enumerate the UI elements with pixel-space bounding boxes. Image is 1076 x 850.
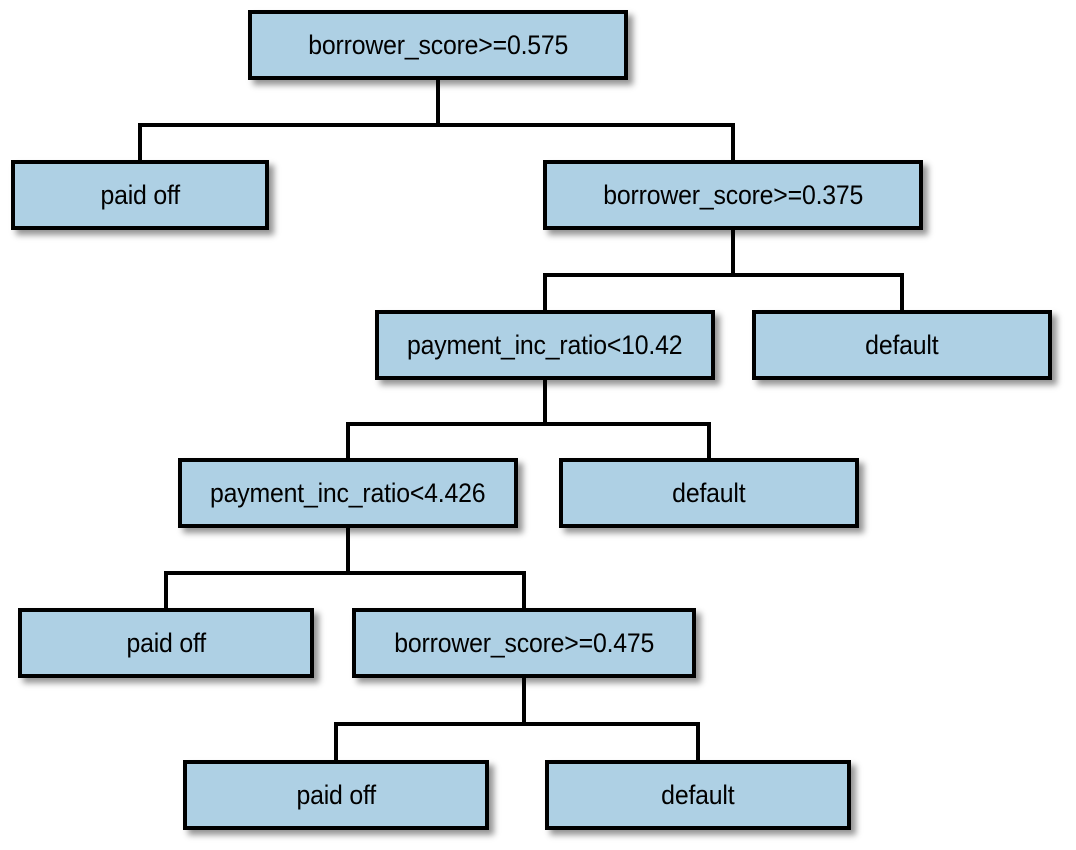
tree-node-split-n3[interactable]: payment_inc_ratio<10.42: [375, 310, 715, 380]
tree-node-label: paid off: [126, 627, 206, 658]
tree-node-leaf-n6[interactable]: default: [559, 458, 859, 528]
tree-node-leaf-n1[interactable]: paid off: [11, 160, 269, 230]
tree-node-label: default: [865, 329, 939, 360]
tree-node-leaf-n4[interactable]: default: [752, 310, 1052, 380]
tree-node-label: payment_inc_ratio<4.426: [210, 477, 486, 508]
tree-node-label: default: [672, 477, 746, 508]
tree-node-split-n2[interactable]: borrower_score>=0.375: [543, 160, 923, 230]
tree-node-leaf-n7[interactable]: paid off: [18, 608, 314, 678]
tree-node-label: borrower_score>=0.575: [308, 29, 568, 60]
tree-node-label: borrower_score>=0.475: [394, 627, 654, 658]
tree-node-label: paid off: [100, 179, 180, 210]
tree-node-leaf-n10[interactable]: default: [545, 760, 851, 830]
tree-node-split-n5[interactable]: payment_inc_ratio<4.426: [178, 458, 518, 528]
tree-node-leaf-n9[interactable]: paid off: [183, 760, 489, 830]
tree-node-label: default: [661, 779, 735, 810]
tree-node-label: paid off: [296, 779, 376, 810]
tree-node-label: borrower_score>=0.375: [603, 179, 863, 210]
tree-node-split-n8[interactable]: borrower_score>=0.475: [352, 608, 696, 678]
tree-node-label: payment_inc_ratio<10.42: [407, 329, 683, 360]
tree-node-split-n0[interactable]: borrower_score>=0.575: [248, 10, 628, 80]
